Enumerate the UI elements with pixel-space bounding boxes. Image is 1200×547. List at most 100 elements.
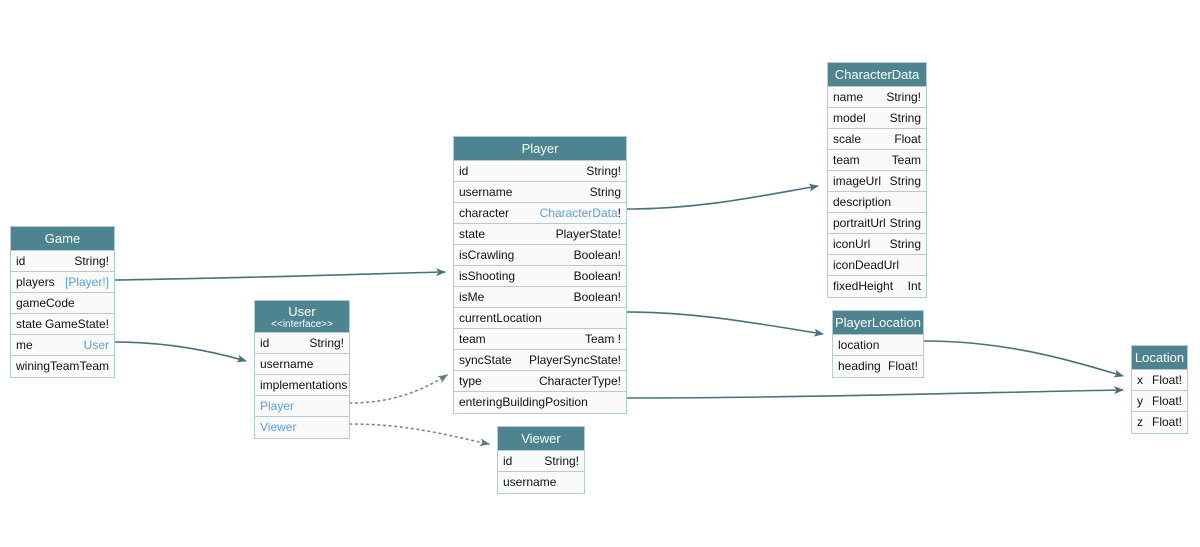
field-row[interactable]: state GameState! xyxy=(11,314,114,335)
field-row[interactable]: imageUrl String xyxy=(828,171,926,192)
implementations-label: implementations xyxy=(255,375,349,396)
field-row[interactable]: team Team xyxy=(828,150,926,171)
entity-playerlocation[interactable]: PlayerLocation location Location! headin… xyxy=(832,310,924,378)
entity-game[interactable]: Game id String! players [Player!] gameCo… xyxy=(10,226,115,378)
field-name: x xyxy=(1137,373,1143,387)
field-row[interactable]: id String! xyxy=(498,451,584,472)
field-type-link[interactable]: CharacterData xyxy=(539,206,618,220)
field-name: location xyxy=(838,338,880,352)
field-type: Team xyxy=(79,359,109,373)
field-row[interactable]: isMe Boolean! xyxy=(454,287,626,308)
field-row[interactable]: scale Float xyxy=(828,129,926,150)
field-type: CharacterType! xyxy=(538,374,621,388)
field-name: syncState xyxy=(459,353,512,367)
field-name: id xyxy=(503,454,513,468)
field-type: Float! xyxy=(1151,373,1182,387)
field-name: iconUrl xyxy=(833,237,871,251)
field-name: team xyxy=(459,332,486,346)
field-row[interactable]: players [Player!] xyxy=(11,272,114,293)
entity-user[interactable]: User <<interface>> id String! username S… xyxy=(254,300,350,439)
implementation-name: Player xyxy=(260,399,295,413)
field-row[interactable]: gameCode String! xyxy=(11,293,114,314)
field-type: Float! xyxy=(1151,394,1182,408)
field-row[interactable]: name String! xyxy=(828,87,926,108)
field-row[interactable]: portraitUrl String xyxy=(828,213,926,234)
field-name: username xyxy=(503,475,557,489)
field-row[interactable]: z Float! xyxy=(1132,412,1187,433)
field-row[interactable]: state PlayerState! xyxy=(454,224,626,245)
edge-user-implements-viewer xyxy=(349,423,490,447)
field-row[interactable]: fixedHeight Int xyxy=(828,276,926,297)
field-type-link[interactable]: User xyxy=(83,338,109,352)
field-row[interactable]: currentLocation PlayerLocation! xyxy=(454,308,626,329)
field-type: String! xyxy=(886,90,921,104)
field-type: String! xyxy=(74,254,109,268)
field-row[interactable]: isCrawling Boolean! xyxy=(454,245,626,266)
entity-location[interactable]: Location x Float! y Float! z Float! xyxy=(1131,345,1188,434)
field-type[interactable]: CharacterData! xyxy=(540,203,621,223)
field-row[interactable]: id String! xyxy=(454,161,626,182)
entity-characterdata[interactable]: CharacterData name String! model String … xyxy=(827,62,927,298)
field-name: id xyxy=(459,164,469,178)
field-row[interactable]: isShooting Boolean! xyxy=(454,266,626,287)
entity-viewer[interactable]: Viewer id String! username String xyxy=(497,426,585,494)
implementation-row-viewer[interactable]: Viewer xyxy=(255,417,349,438)
entity-player[interactable]: Player id String! username String charac… xyxy=(453,136,627,414)
field-type-link[interactable]: Location xyxy=(576,412,621,413)
field-name: isShooting xyxy=(459,269,516,283)
field-row[interactable]: iconDeadUrl String xyxy=(828,255,926,276)
field-row[interactable]: username String xyxy=(255,354,349,375)
field-row[interactable]: id String! xyxy=(11,251,114,272)
entity-characterdata-title: CharacterData xyxy=(828,63,926,87)
field-type: PlayerSyncState! xyxy=(528,353,621,367)
field-row[interactable]: y Float! xyxy=(1132,391,1187,412)
edge-player-character-characterdata xyxy=(626,183,819,210)
field-name: z xyxy=(1137,415,1143,429)
field-row[interactable]: iconUrl String xyxy=(828,234,926,255)
field-row[interactable]: username String xyxy=(454,182,626,203)
field-name: currentLocation xyxy=(459,311,542,325)
field-row[interactable]: description String xyxy=(828,192,926,213)
field-type: String! xyxy=(309,336,344,350)
field-type: Team ! xyxy=(584,332,621,346)
field-type: String xyxy=(589,185,621,199)
field-row[interactable]: id String! xyxy=(255,333,349,354)
field-row[interactable]: x Float! xyxy=(1132,370,1187,391)
field-type: PlayerState! xyxy=(555,227,621,241)
field-type: String! xyxy=(544,454,579,468)
field-type: String xyxy=(889,216,921,230)
field-row[interactable]: team Team ! xyxy=(454,329,626,350)
field-name: me xyxy=(16,338,33,352)
field-row[interactable]: winingTeam Team xyxy=(11,356,114,377)
field-type: String xyxy=(548,492,579,493)
field-name: y xyxy=(1137,394,1143,408)
field-type: Float! xyxy=(1151,415,1182,429)
implementation-row-player[interactable]: Player xyxy=(255,396,349,417)
field-row[interactable]: username String xyxy=(498,472,584,493)
field-row[interactable]: syncState PlayerSyncState! xyxy=(454,350,626,371)
field-row[interactable]: me User xyxy=(11,335,114,356)
field-name: iconDeadUrl xyxy=(833,258,900,272)
field-name: state xyxy=(459,227,486,241)
field-name: username xyxy=(260,357,314,371)
field-type: GameState! xyxy=(44,317,109,331)
entity-user-title: User <<interface>> xyxy=(255,301,349,333)
edge-playerlocation-location-location xyxy=(923,340,1124,378)
field-type: String xyxy=(889,237,921,251)
field-row[interactable]: enteringBuildingPosition Location xyxy=(454,392,626,413)
field-name: isMe xyxy=(459,290,485,304)
field-name: character xyxy=(459,206,510,220)
edge-player-currentlocation-playerlocation xyxy=(626,311,824,337)
field-row[interactable]: location Location! xyxy=(833,335,923,356)
field-row[interactable]: type CharacterType! xyxy=(454,371,626,392)
field-type: Float xyxy=(894,132,921,146)
field-row[interactable]: heading Float! xyxy=(833,356,923,377)
field-row[interactable]: model String xyxy=(828,108,926,129)
edge-game-players-player xyxy=(114,268,446,281)
field-name: gameCode xyxy=(16,296,75,310)
edge-game-me-user xyxy=(114,341,247,363)
field-type: Boolean! xyxy=(573,269,621,283)
field-row[interactable]: character CharacterData! xyxy=(454,203,626,224)
field-name: players xyxy=(16,275,55,289)
field-type-link[interactable]: [Player!] xyxy=(64,275,109,289)
